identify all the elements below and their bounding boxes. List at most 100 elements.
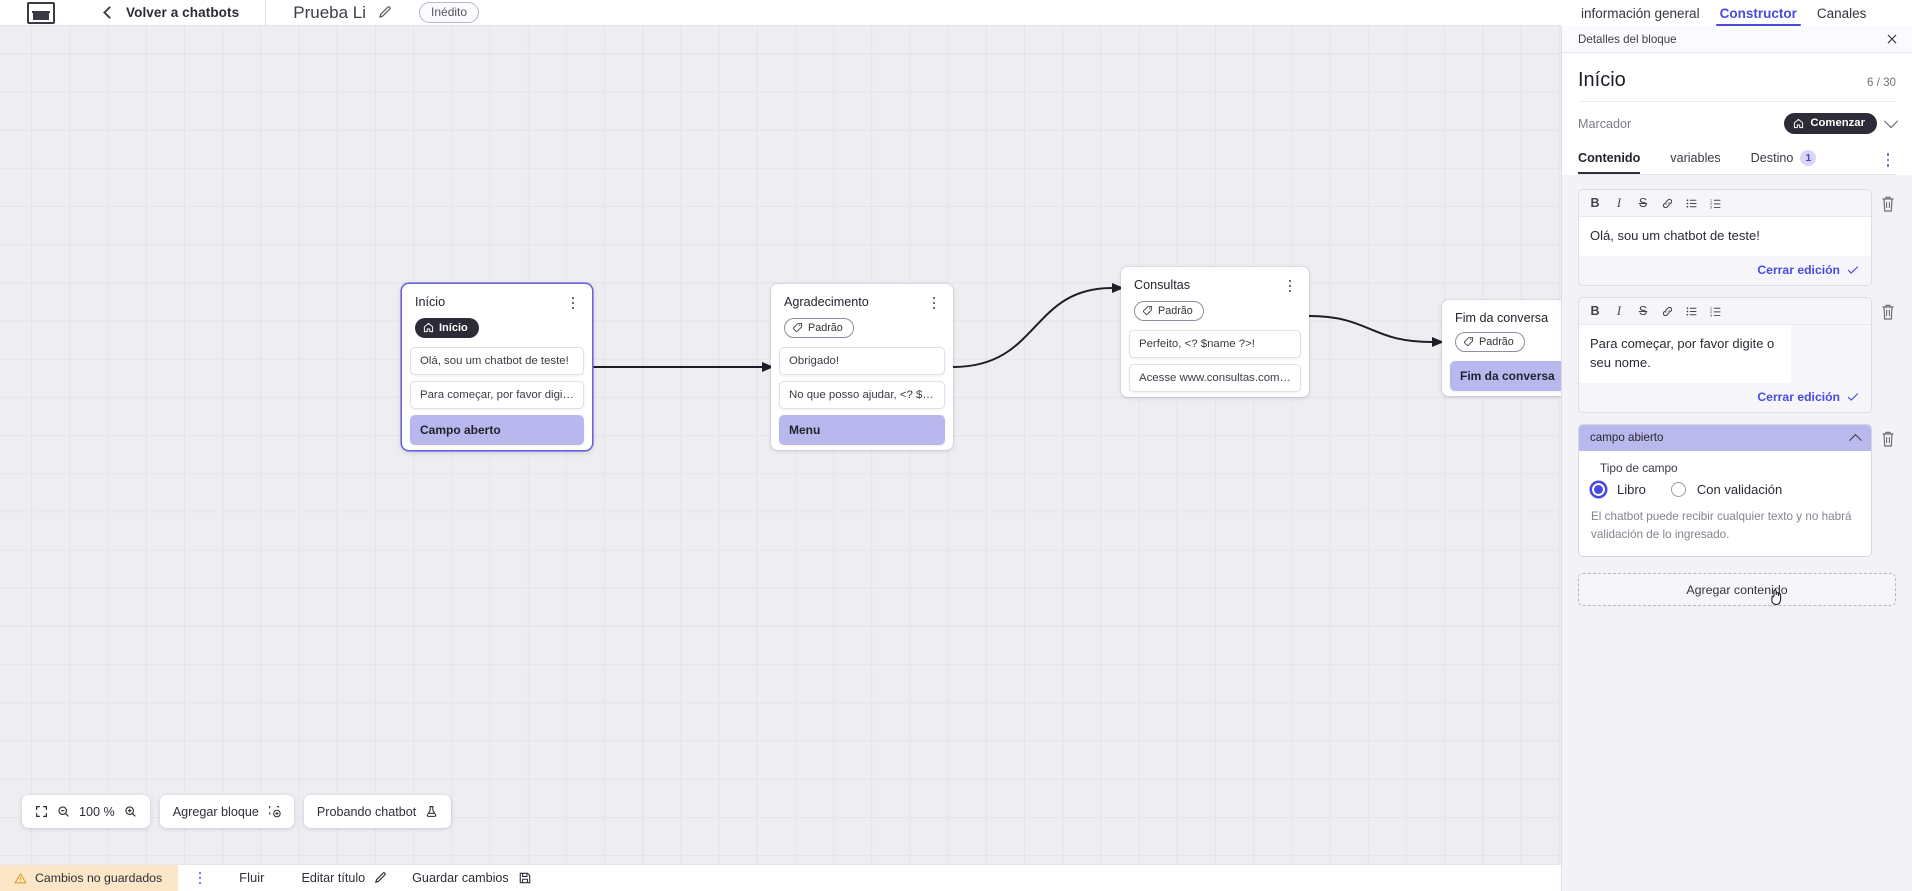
panel-tabs: Contenido variables Destino 1 — [1578, 146, 1896, 175]
node-message[interactable]: Acesse www.consultas.com par... — [1129, 364, 1301, 392]
open-field-title: campo abierto — [1590, 431, 1664, 445]
edit-title-label: Editar título — [301, 871, 366, 885]
italic-icon[interactable]: I — [1616, 303, 1622, 318]
node-header: Início — [402, 284, 592, 311]
more-vertical-icon[interactable] — [192, 868, 208, 888]
node-tag-start: Início — [415, 318, 479, 338]
flow-canvas[interactable]: Início Início Olá, sou um chatbot de tes… — [0, 26, 1561, 864]
panel-tab-label: Destino — [1750, 151, 1794, 165]
strikethrough-icon[interactable]: S — [1638, 304, 1648, 319]
bot-name-label: Prueba Li — [293, 2, 367, 22]
node-message-highlight[interactable]: Fim da conversa — [1450, 361, 1561, 391]
open-field-card[interactable]: campo abierto Tipo de campo Libro Con va… — [1578, 424, 1872, 558]
node-message[interactable]: Olá, sou um chatbot de teste! — [410, 347, 584, 375]
node-tag-label: Padrão — [1158, 304, 1193, 317]
trash-icon[interactable] — [1880, 430, 1896, 448]
chevron-left-icon[interactable] — [103, 6, 116, 19]
statusbar-tab-fluir[interactable]: Fluir — [226, 866, 277, 890]
panel-tab-variables[interactable]: variables — [1670, 147, 1720, 173]
flow-node-inicio[interactable]: Início Início Olá, sou um chatbot de tes… — [402, 284, 592, 450]
radio-con-validacion[interactable] — [1670, 482, 1686, 498]
flow-node-agradecimento[interactable]: Agradecimento Padrão Obrigado! No que po… — [771, 284, 953, 450]
svg-text:3: 3 — [1709, 204, 1712, 209]
bullet-list-icon[interactable] — [1679, 301, 1703, 321]
add-block-icon — [268, 806, 281, 818]
hand-cursor-icon — [1771, 590, 1782, 606]
bottom-status-bar: Cambios no guardados Fluir Editar título… — [0, 864, 1561, 891]
editor-text-content[interactable]: Para começar, por favor digite o seu nom… — [1579, 325, 1791, 384]
node-message[interactable]: Obrigado! — [779, 347, 945, 375]
chevron-down-icon[interactable] — [1883, 113, 1899, 128]
tab-canales[interactable]: Canales — [1816, 6, 1867, 21]
test-chatbot-button[interactable]: Probando chatbot — [303, 795, 452, 828]
node-tag-default: Padrão — [784, 318, 854, 338]
canvas-float-toolbar: 100 % Agregar bloque Probando chatbot — [22, 795, 452, 828]
editor-text-content[interactable]: Olá, sou um chatbot de teste! — [1579, 217, 1871, 257]
tab-informacion-general[interactable]: información general — [1581, 6, 1700, 21]
trash-icon[interactable] — [1880, 195, 1896, 213]
field-help-note: El chatbot puede recibir cualquier texto… — [1591, 510, 1852, 541]
svg-text:2: 2 — [1709, 201, 1712, 206]
node-messages: Olá, sou um chatbot de teste! Para começ… — [402, 341, 592, 445]
more-vertical-icon[interactable] — [1880, 151, 1896, 169]
svg-text:2: 2 — [1709, 309, 1712, 314]
node-message[interactable]: Perfeito, <? $name ?>! — [1129, 330, 1301, 358]
panel-tab-contenido[interactable]: Contenido — [1578, 147, 1641, 174]
radio-con-validacion-label[interactable]: Con validación — [1696, 482, 1783, 498]
save-changes-button[interactable]: Guardar cambios — [412, 871, 532, 885]
node-message-highlight[interactable]: Menu — [779, 415, 945, 445]
marker-chip-comenzar[interactable]: Comenzar — [1784, 113, 1877, 134]
node-title: Fim da conversa — [1455, 311, 1549, 325]
close-edit-link[interactable]: Cerrar edición — [1757, 390, 1840, 405]
open-field-header[interactable]: campo abierto — [1579, 425, 1871, 452]
bold-icon[interactable]: B — [1590, 196, 1600, 210]
panel-tab-destino[interactable]: Destino 1 — [1751, 146, 1817, 174]
bold-icon[interactable]: B — [1590, 304, 1600, 319]
bullet-list-icon[interactable] — [1679, 193, 1703, 213]
node-header: Agradecimento — [771, 284, 953, 311]
pencil-icon[interactable] — [378, 5, 393, 20]
edit-title-button[interactable]: Editar título — [301, 871, 388, 885]
node-title: Agradecimento — [784, 295, 869, 309]
tag-icon — [1464, 336, 1474, 346]
flow-node-consultas[interactable]: Consultas Padrão Perfeito, <? $name ?>! … — [1121, 267, 1309, 397]
node-tag-default: Padrão — [1134, 301, 1204, 321]
radio-libro[interactable] — [1591, 482, 1606, 498]
italic-icon[interactable]: I — [1616, 195, 1622, 210]
chevron-up-icon[interactable] — [1849, 434, 1862, 448]
add-block-button[interactable]: Agregar bloque — [159, 795, 294, 828]
link-icon[interactable] — [1655, 301, 1679, 321]
panel-title-row: Início 6 / 30 — [1578, 53, 1896, 102]
node-menu-icon[interactable] — [1283, 278, 1297, 294]
app-logo-icon[interactable] — [27, 1, 55, 24]
close-edit-link[interactable]: Cerrar edición — [1757, 263, 1840, 278]
node-message[interactable]: Para começar, por favor digite o ... — [410, 381, 584, 409]
node-menu-icon[interactable] — [927, 295, 941, 311]
node-message[interactable]: No que posso ajudar, <? $name ... — [779, 381, 945, 409]
node-menu-icon[interactable] — [566, 295, 580, 311]
tag-icon — [1143, 305, 1153, 315]
close-icon[interactable] — [1885, 32, 1899, 46]
tab-constructor[interactable]: Constructor — [1710, 6, 1807, 26]
flow-node-fim-da-conversa[interactable]: Fim da conversa Padrão Fim da conversa — [1442, 300, 1561, 396]
node-tag-row: Início — [402, 311, 592, 341]
node-messages: Perfeito, <? $name ?>! Acesse www.consul… — [1121, 324, 1309, 392]
node-tag-label: Padrão — [808, 321, 843, 334]
trash-icon[interactable] — [1880, 303, 1896, 321]
node-message-highlight[interactable]: Campo aberto — [410, 415, 584, 445]
save-disk-icon — [519, 872, 531, 884]
link-icon[interactable] — [1655, 193, 1679, 213]
radio-libro-label[interactable]: Libro — [1617, 482, 1646, 498]
strikethrough-icon[interactable]: S — [1638, 196, 1648, 210]
zoom-controls[interactable]: 100 % — [22, 795, 150, 828]
node-title: Consultas — [1134, 278, 1191, 292]
flask-icon — [427, 806, 437, 817]
add-content-button[interactable]: Agregar contenido — [1578, 573, 1896, 607]
back-to-chatbots-link[interactable]: Volver a chatbots — [126, 5, 240, 20]
